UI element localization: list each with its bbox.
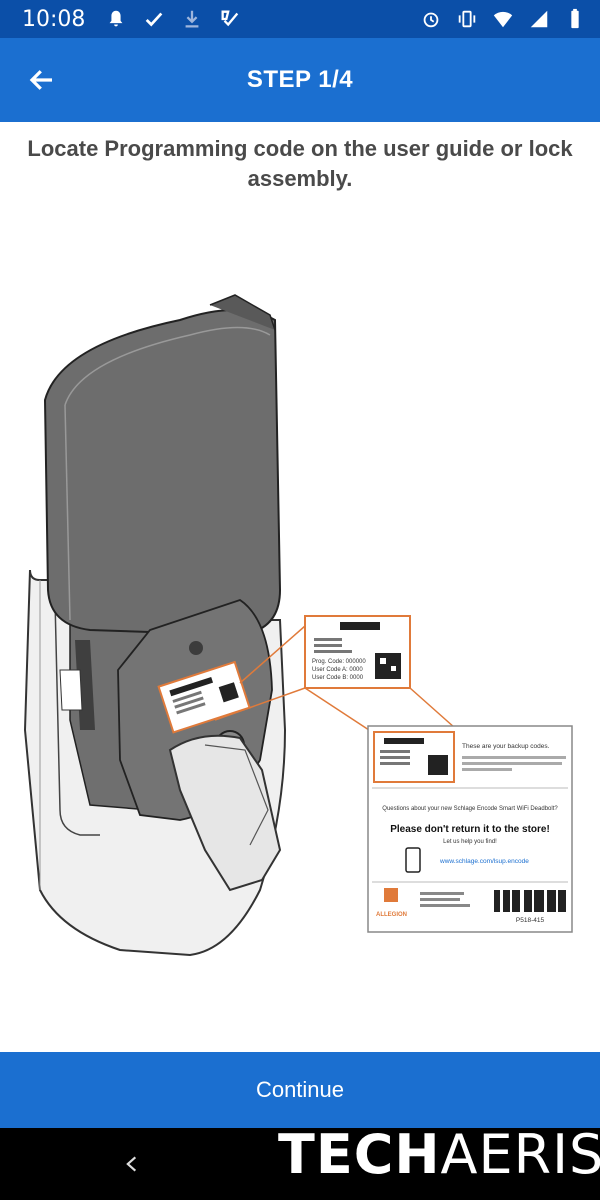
page-title: STEP 1/4 [246,66,354,93]
wifi-icon [493,11,513,28]
cellular-signal-icon [530,10,548,28]
label-user-code-b: User Code B: 0000 [312,675,364,681]
lock-illustration: Prog. Code: 000000 User Code A: 0000 Use… [23,294,573,957]
battery-icon [571,8,579,29]
watermark: TECHAERIS [272,1108,600,1200]
nav-bar [0,1128,600,1200]
status-bar: 10:08 [0,0,600,38]
user-guide-card: These are your backup codes. Questions a… [367,725,573,933]
label-user-code-a: User Code A: 0000 [312,667,363,673]
status-right-icons [420,8,586,30]
instruction-text: Locate Programming code on the user guid… [27,136,573,191]
status-left-icons [105,8,241,30]
watermark-text-light: AERIS [440,1122,600,1186]
status-time: 10:08 [22,6,86,32]
alarm-icon [423,12,439,28]
card-part-no: P518-415 [516,917,545,924]
watermark-text: TECHAERIS [278,1123,600,1186]
notification-bell-icon [109,10,123,27]
card-dont-return: Please don't return it to the store! [390,824,550,835]
download-icon [185,10,199,28]
card-backup-heading: These are your backup codes. [462,743,550,750]
back-button[interactable] [18,58,66,102]
zoomed-code-label: Prog. Code: 000000 User Code A: 0000 Use… [304,615,411,689]
task-check-icon [221,10,239,27]
nav-back-icon [126,1156,137,1172]
card-brand: ALLEGION [376,912,407,918]
lock-lever [168,734,282,892]
nav-back-button[interactable] [112,1146,152,1182]
continue-button[interactable]: Continue [0,1052,600,1128]
lock-label [157,660,251,734]
watermark-text-bold: TECH [278,1122,441,1186]
label-prog-code: Prog. Code: 000000 [312,659,366,665]
card-url: www.schlage.com/lsup.encode [439,858,529,865]
vibrate-icon [458,10,476,28]
app-bar: STEP 1/4 [0,38,600,122]
lock-cover [43,309,282,637]
card-questions: Questions about your new Schlage Encode … [382,806,558,812]
arrow-back-icon [29,70,52,90]
card-let-us-help: Let us help you find! [443,839,497,845]
check-icon [146,12,163,27]
